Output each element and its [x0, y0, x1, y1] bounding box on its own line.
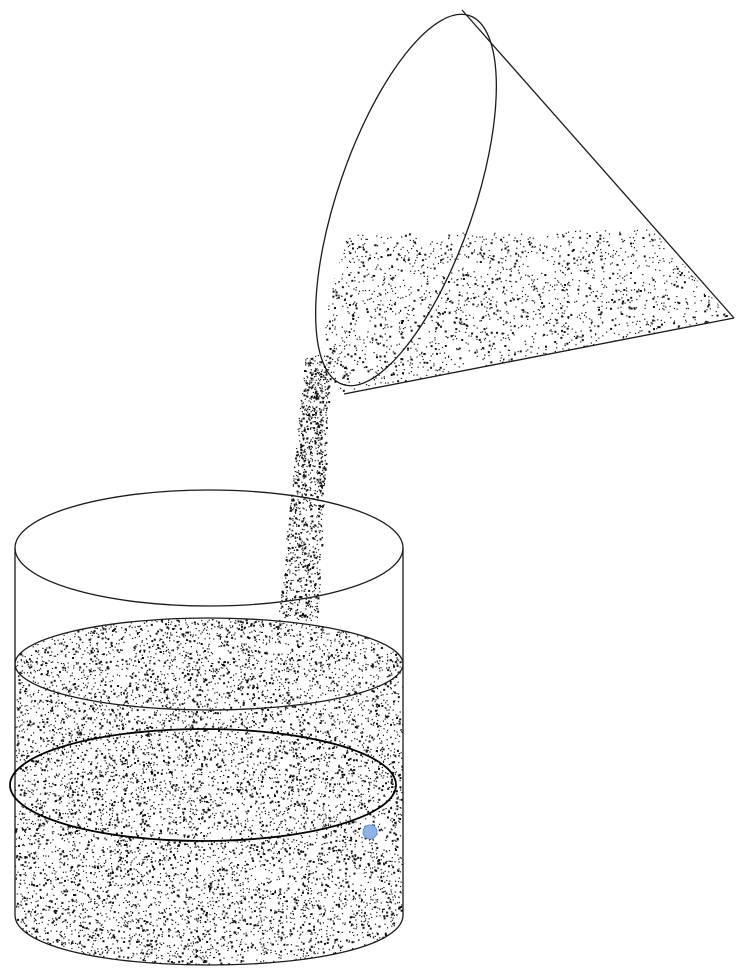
cone-rim [278, 0, 534, 407]
cone-vessel [278, 0, 734, 407]
point-marker [363, 825, 377, 839]
beaker-top-rim [15, 490, 403, 606]
beaker-grains [15, 618, 405, 969]
cone-lower-edge [344, 318, 734, 394]
cone-upper-edge [462, 10, 734, 318]
highlighted-ring [10, 729, 396, 841]
fill-level-surface [15, 618, 403, 710]
falling-stream [279, 355, 332, 621]
cone-grains [325, 228, 731, 397]
beaker [10, 490, 405, 969]
